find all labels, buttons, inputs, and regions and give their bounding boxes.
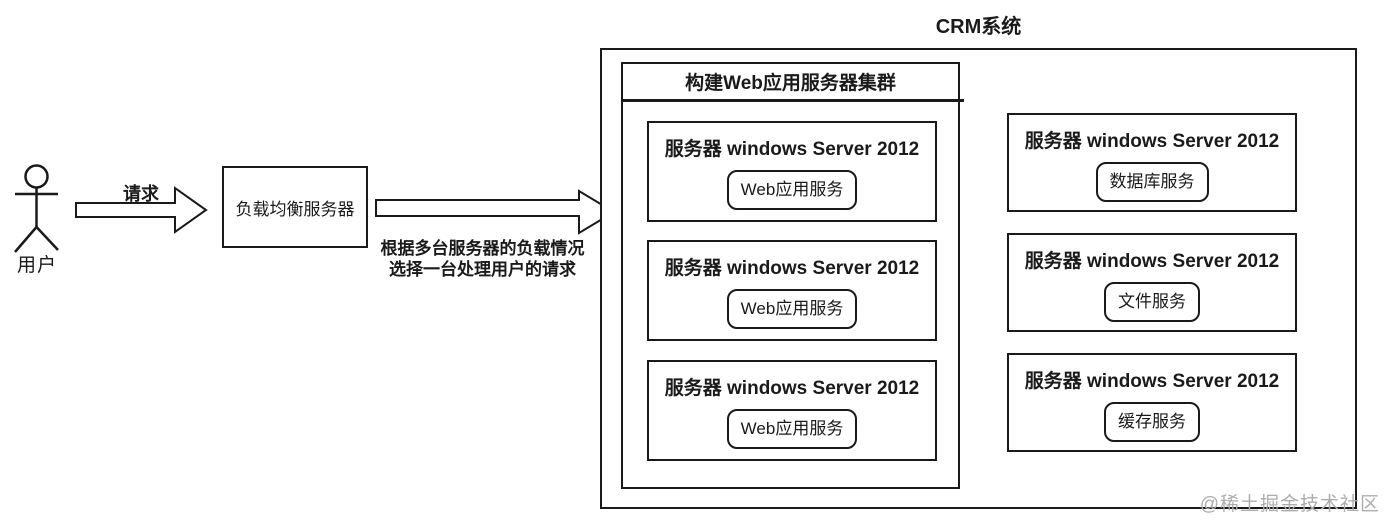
service-label: 缓存服务 xyxy=(1118,412,1186,431)
service-label: 文件服务 xyxy=(1118,292,1186,311)
service-pill: 缓存服务 xyxy=(1104,402,1200,442)
service-pill: Web应用服务 xyxy=(726,170,858,210)
load-balancer-label: 负载均衡服务器 xyxy=(235,199,355,219)
service-pill: 数据库服务 xyxy=(1095,162,1209,202)
server-title: 服务器 windows Server 2012 xyxy=(1024,371,1280,392)
server-title: 服务器 windows Server 2012 xyxy=(1024,131,1280,152)
watermark: @稀土掘金技术社区 xyxy=(1199,494,1380,515)
web-server-box-3: 服务器 windows Server 2012 Web应用服务 xyxy=(647,360,937,461)
service-pill: Web应用服务 xyxy=(726,289,858,329)
load-balancer-box: 负载均衡服务器 xyxy=(222,166,368,248)
service-label: Web应用服务 xyxy=(740,299,844,318)
dispatch-caption: 根据多台服务器的负载情况 选择一台处理用户的请求 xyxy=(360,238,605,280)
database-server-box: 服务器 windows Server 2012 数据库服务 xyxy=(1007,113,1297,212)
dispatch-arrow-icon xyxy=(375,189,616,235)
request-arrow-label: 请求 xyxy=(123,184,159,204)
web-server-box-1: 服务器 windows Server 2012 Web应用服务 xyxy=(647,121,937,222)
cluster-title: 构建Web应用服务器集群 xyxy=(685,72,896,94)
user-actor-icon xyxy=(14,164,59,253)
crm-title: CRM系统 xyxy=(935,16,1022,38)
actor-label: 用户 xyxy=(16,255,57,276)
server-title: 服务器 windows Server 2012 xyxy=(664,258,920,279)
dispatch-caption-line1: 根据多台服务器的负载情况 xyxy=(380,239,585,258)
cache-server-box: 服务器 windows Server 2012 缓存服务 xyxy=(1007,353,1297,452)
service-pill: Web应用服务 xyxy=(726,409,858,449)
request-arrow-icon xyxy=(75,186,208,234)
server-title: 服务器 windows Server 2012 xyxy=(1024,251,1280,272)
service-pill: 文件服务 xyxy=(1104,282,1200,322)
service-label: 数据库服务 xyxy=(1109,172,1195,191)
file-server-box: 服务器 windows Server 2012 文件服务 xyxy=(1007,233,1297,332)
dispatch-caption-line2: 选择一台处理用户的请求 xyxy=(389,260,576,279)
web-server-box-2: 服务器 windows Server 2012 Web应用服务 xyxy=(647,240,937,341)
server-title: 服务器 windows Server 2012 xyxy=(664,378,920,399)
cluster-title-underline xyxy=(621,99,964,102)
service-label: Web应用服务 xyxy=(740,419,844,438)
service-label: Web应用服务 xyxy=(740,180,844,199)
server-title: 服务器 windows Server 2012 xyxy=(664,139,920,160)
